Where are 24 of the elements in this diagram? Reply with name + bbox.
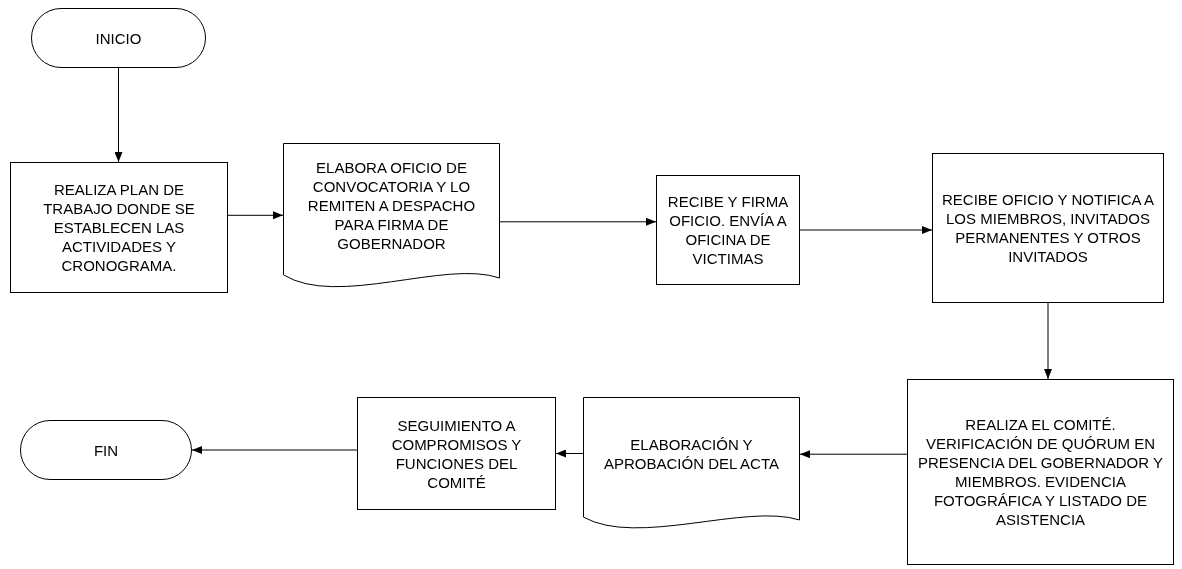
arrow <box>1044 302 1052 380</box>
node-text: RECIBE Y FIRMA OFICIO. ENVÍA A OFICINA DE VICTIMAS <box>666 192 790 268</box>
process-box <box>357 397 556 510</box>
terminator-shape <box>20 420 192 480</box>
process-box <box>932 153 1164 303</box>
terminator-shape <box>31 8 206 68</box>
arrow <box>227 211 284 220</box>
node-text: RECIBE OFICIO Y NOTIFICA A LOS MIEMBROS, INVITADOS PERMANENTES Y OTROS INVITADOS <box>941 190 1155 266</box>
node-text: REALIZA PLAN DE TRABAJO DONDE SE ESTABLECEN LAS ACTIVIDADES Y CRONOGRAMA. <box>42 180 196 275</box>
arrow <box>114 67 123 163</box>
node-text: FIN <box>93 440 119 460</box>
node-text: REALIZA EL COMITÉ. VERIFICACIÓN DE QUÓRUM EN PRESENCIA DEL GOBERNADOR Y MIEMBROS. EVIDENCIA FOTOGRÁFICA Y LISTADO DE ASISTENCIA <box>916 415 1165 529</box>
node-text: ELABORA OFICIO DE CONVOCATORIA Y LO REMITEN A DESPACHO PARA FIRMA DE GOBERNADOR <box>306 158 477 254</box>
node-text: INICIO <box>95 28 142 48</box>
node-text: ELABORACIÓN Y APROBACIÓN DEL ACTA <box>602 435 780 474</box>
arrow <box>799 226 933 234</box>
arrow <box>799 450 908 459</box>
node-text: SEGUIMIENTO A COMPROMISOS Y FUNCIONES DEL COMITÉ <box>390 415 523 492</box>
arrow <box>191 446 358 454</box>
process-box <box>10 162 228 293</box>
process-box <box>907 379 1174 565</box>
process-box <box>656 175 800 285</box>
arrow <box>555 449 584 458</box>
arrow <box>499 217 657 226</box>
